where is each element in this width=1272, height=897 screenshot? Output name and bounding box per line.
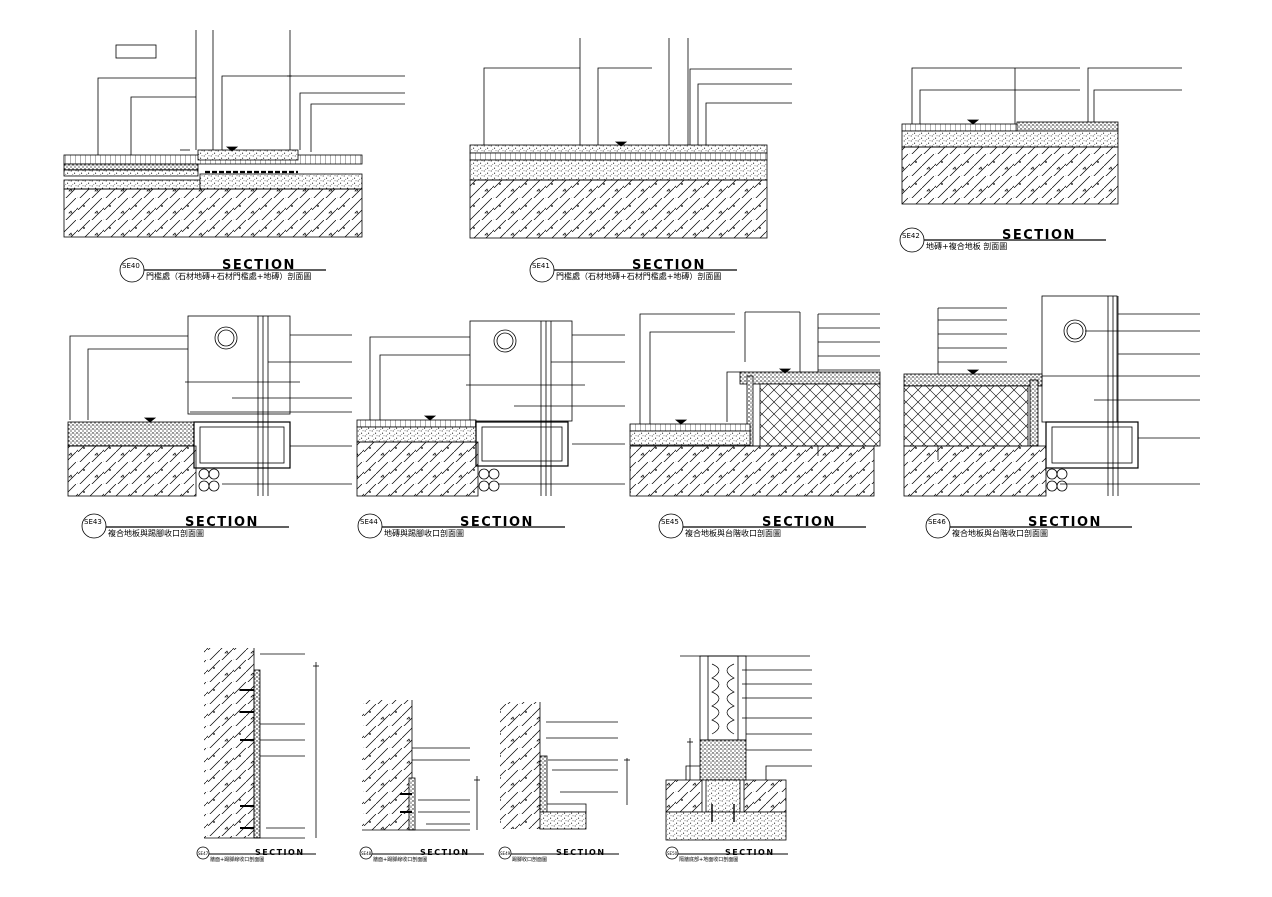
heading-se43: SECTION	[185, 515, 259, 530]
caption-se50: 隔牆底部+地面收口剖面圖	[679, 856, 738, 863]
title-se41: SE41 SECTION 門檻處（石材地磚+石材門檻處+地磚）剖面圖	[529, 257, 737, 283]
caption-se44: 地磚與踢腳收口剖面圖	[384, 528, 464, 538]
heading-se46: SECTION	[1028, 515, 1102, 530]
tag-se40: SE40	[122, 262, 140, 270]
detail-se50	[665, 655, 812, 841]
caption-se48: 牆面+踢腳線收口剖面圖	[373, 856, 427, 863]
heading-se45: SECTION	[762, 515, 836, 530]
detail-se41	[469, 38, 792, 239]
detail-se42	[901, 67, 1182, 205]
detail-se49	[500, 702, 630, 830]
title-se43: SE43 SECTION 複合地板與踢腳收口剖面圖	[81, 513, 289, 539]
tag-se41: SE41	[532, 262, 550, 270]
heading-se47: SECTION	[255, 848, 305, 857]
caption-se49: 踢腳收口剖面圖	[512, 856, 547, 863]
title-se46: SE46 SECTION 複合地板與台階收口剖面圖	[925, 513, 1132, 539]
detail-se43	[67, 315, 352, 497]
detail-se44	[356, 320, 625, 497]
caption-se47: 牆面+踢腳線收口剖面圖	[210, 856, 264, 863]
tag-se42: SE42	[902, 232, 920, 240]
tag-se46: SE46	[928, 518, 946, 526]
caption-se43: 複合地板與踢腳收口剖面圖	[108, 528, 204, 538]
caption-se46: 複合地板與台階收口剖面圖	[952, 528, 1048, 538]
title-se48: SE48 SECTION 牆面+踢腳線收口剖面圖	[359, 846, 484, 863]
detail-se46	[903, 295, 1200, 497]
title-se44: SE44 SECTION 地磚與踢腳收口剖面圖	[357, 513, 565, 539]
caption-se40: 門檻處（石材地磚+石材門檻處+地磚）剖面圖	[146, 271, 311, 281]
caption-se42: 地磚+複合地板 剖面圖	[926, 241, 1007, 251]
tag-se50: SE50	[667, 851, 678, 856]
title-se50: SE50 SECTION 隔牆底部+地面收口剖面圖	[665, 846, 788, 863]
title-se47: SE47 SECTION 牆面+踢腳線收口剖面圖	[196, 846, 316, 863]
heading-se41: SECTION	[632, 258, 706, 273]
detail-se47	[204, 648, 319, 839]
detail-se40	[63, 30, 405, 238]
tag-se49: SE49	[500, 851, 511, 856]
tag-se44: SE44	[360, 518, 378, 526]
tag-se45: SE45	[661, 518, 679, 526]
detail-se48	[362, 700, 480, 831]
heading-se40: SECTION	[222, 258, 296, 273]
caption-se41: 門檻處（石材地磚+石材門檻處+地磚）剖面圖	[556, 271, 721, 281]
title-se42: SE42 SECTION 地磚+複合地板 剖面圖	[899, 227, 1106, 253]
heading-se49: SECTION	[556, 848, 606, 857]
title-se40: SE40 SECTION 門檻處（石材地磚+石材門檻處+地磚）剖面圖	[119, 257, 326, 283]
tag-se48: SE48	[361, 851, 372, 856]
heading-se44: SECTION	[460, 515, 534, 530]
title-se45: SE45 SECTION 複合地板與台階收口剖面圖	[658, 513, 866, 539]
caption-se45: 複合地板與台階收口剖面圖	[685, 528, 781, 538]
tag-se47: SE47	[198, 851, 209, 856]
title-se49: SE49 SECTION 踢腳收口剖面圖	[498, 846, 619, 863]
detail-se45	[629, 311, 881, 497]
heading-se42: SECTION	[1002, 228, 1076, 243]
heading-se50: SECTION	[725, 848, 775, 857]
tag-se43: SE43	[84, 518, 102, 526]
heading-se48: SECTION	[420, 848, 470, 857]
